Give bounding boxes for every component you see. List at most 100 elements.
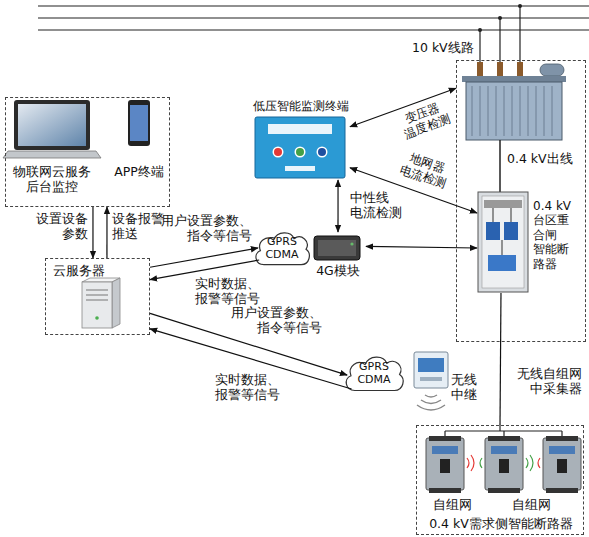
connector-line bbox=[499, 293, 501, 425]
server-icon-part bbox=[86, 290, 108, 291]
relay-icon-part bbox=[420, 377, 442, 381]
line-junction-part bbox=[498, 16, 502, 20]
demand-breaker-icons-part-part bbox=[530, 455, 533, 471]
breaker-cabinet-icon-part bbox=[488, 255, 516, 271]
connector-line bbox=[150, 248, 258, 267]
power-line-10kv-part bbox=[519, 6, 520, 64]
demand-breaker-icons-part-part bbox=[429, 436, 461, 441]
node-text: APP终端 bbox=[113, 164, 165, 179]
relay-icon-part bbox=[414, 352, 448, 388]
line-junction bbox=[478, 4, 522, 32]
demand-breaker-icons-part bbox=[561, 431, 562, 436]
transformer-icon-part bbox=[462, 76, 566, 82]
line-voltage-label: 10 kV线路 bbox=[412, 40, 492, 55]
demand-breaker-icons-part-part bbox=[543, 438, 581, 490]
4g-module: 4G模块 bbox=[310, 232, 366, 280]
terminal-device-part bbox=[318, 148, 326, 156]
terminal-device-part bbox=[317, 147, 328, 158]
4g-module-icon bbox=[314, 236, 360, 260]
node-text: 0.4 kV需求侧智能断路器 bbox=[417, 516, 585, 531]
server-icon-part bbox=[86, 300, 108, 301]
demand-breaker-icons-part-part bbox=[480, 458, 482, 468]
demand-breaker-icons-part-part bbox=[440, 459, 450, 473]
line-junction-part bbox=[518, 4, 522, 8]
node-text: GPRS CDMA bbox=[260, 235, 304, 261]
breaker-cabinet-icon-part bbox=[511, 208, 512, 222]
transformer-icon-part-part bbox=[496, 86, 497, 136]
demand-breaker-icons-part bbox=[485, 436, 523, 493]
demand-breaker-icons-part bbox=[467, 455, 540, 471]
phone-icon-part bbox=[128, 100, 150, 146]
transformer-icon-part bbox=[466, 82, 562, 140]
terminal-device-part bbox=[295, 147, 306, 158]
relay-icon-part-part bbox=[425, 395, 437, 397]
connector-line bbox=[150, 313, 347, 375]
transformer-icon-part-part bbox=[488, 86, 489, 136]
demand-breaker-icons-part-part bbox=[538, 458, 540, 468]
node-text: 物联网云服务 后台监控 bbox=[9, 164, 95, 194]
demand-breaker-icons-part bbox=[543, 436, 581, 493]
demand-breaker-icons-part-part bbox=[546, 488, 578, 493]
demand-breaker-icons-part bbox=[426, 436, 464, 493]
output-line-04kv-part bbox=[499, 140, 501, 192]
transformer-icon-part bbox=[472, 86, 552, 136]
demand-breaker-icons bbox=[426, 425, 581, 493]
edge-label: 实时数据、 报警等信号 bbox=[176, 276, 260, 306]
demand-breaker-icons-part-part bbox=[491, 446, 517, 454]
demand-breaker-icons-part-part bbox=[546, 436, 578, 441]
transformer-icon-part-part bbox=[536, 86, 537, 136]
self-network-label: 自组网 bbox=[512, 497, 556, 512]
transformer-icon-part-part bbox=[504, 86, 505, 136]
collector-label: 无线自组网 中采集器 bbox=[514, 366, 582, 396]
demand-breaker-icons-part bbox=[444, 431, 445, 436]
cloud-shape bbox=[256, 233, 309, 265]
edge-label: 设置设备 参数 bbox=[30, 211, 88, 241]
relay-icon-part bbox=[417, 395, 445, 410]
wireless-relay: 无线 中继 bbox=[410, 348, 480, 416]
edge-label: 地网器 电流检测 bbox=[393, 147, 457, 193]
cloud-server-box: 云服务器 bbox=[45, 258, 150, 335]
connector-line bbox=[350, 168, 477, 213]
terminal-device-part bbox=[296, 148, 304, 156]
laptop-icon-part bbox=[3, 151, 101, 158]
transformer-icon-part-part bbox=[552, 86, 553, 136]
phone-icon-part bbox=[130, 105, 148, 141]
connector-line bbox=[337, 180, 338, 232]
terminal-device bbox=[255, 117, 345, 178]
demand-breaker-icons-part-part bbox=[488, 488, 520, 493]
demand-breaker-icons-part-part bbox=[557, 459, 567, 473]
demand-breaker-icons-part-part bbox=[526, 458, 528, 468]
node-text: 云服务器 bbox=[53, 263, 113, 278]
node-text: GPRS CDMA bbox=[352, 360, 396, 386]
connector-line bbox=[106, 207, 107, 258]
terminal-device-part bbox=[285, 166, 315, 171]
demand-breaker-group-box: 0.4 kV需求侧智能断路器 bbox=[416, 425, 584, 535]
server-icon-part bbox=[86, 295, 108, 296]
power-line-10kv-part bbox=[38, 5, 589, 6]
node-text: 低压智能监测终端 bbox=[252, 100, 350, 114]
node-text: 4G模块 bbox=[306, 263, 370, 278]
laptop-icon-part bbox=[14, 100, 90, 150]
server-icon-part bbox=[95, 316, 99, 320]
demand-breaker-icons-part-part bbox=[499, 459, 509, 473]
breaker-cabinet-icon-part bbox=[484, 200, 522, 208]
relay-icon-part-part bbox=[417, 405, 445, 410]
connector-line bbox=[150, 329, 352, 389]
demand-breaker-icons-part-part bbox=[429, 488, 461, 493]
breaker-cabinet-icon-part bbox=[504, 222, 518, 240]
demand-breaker-icons-part-part bbox=[471, 455, 474, 471]
terminal-device-part bbox=[268, 124, 332, 134]
power-line-10kv-part bbox=[38, 17, 589, 18]
power-line-10kv-part bbox=[38, 29, 589, 30]
breaker-cabinet-icon-part bbox=[493, 208, 494, 222]
node-text: 0.4 kV出线 bbox=[507, 151, 583, 166]
transformer-icon-part-part bbox=[528, 86, 529, 136]
demand-breaker-icons-part-part bbox=[485, 438, 523, 490]
transformer-icon-part-part bbox=[480, 86, 481, 136]
breaker-cabinet-icon-part bbox=[478, 192, 528, 292]
edge-label: 用户设置参数、 指令等信号 bbox=[152, 213, 252, 243]
line-junction-part bbox=[478, 28, 482, 32]
node-text: 无线 中继 bbox=[451, 372, 479, 402]
